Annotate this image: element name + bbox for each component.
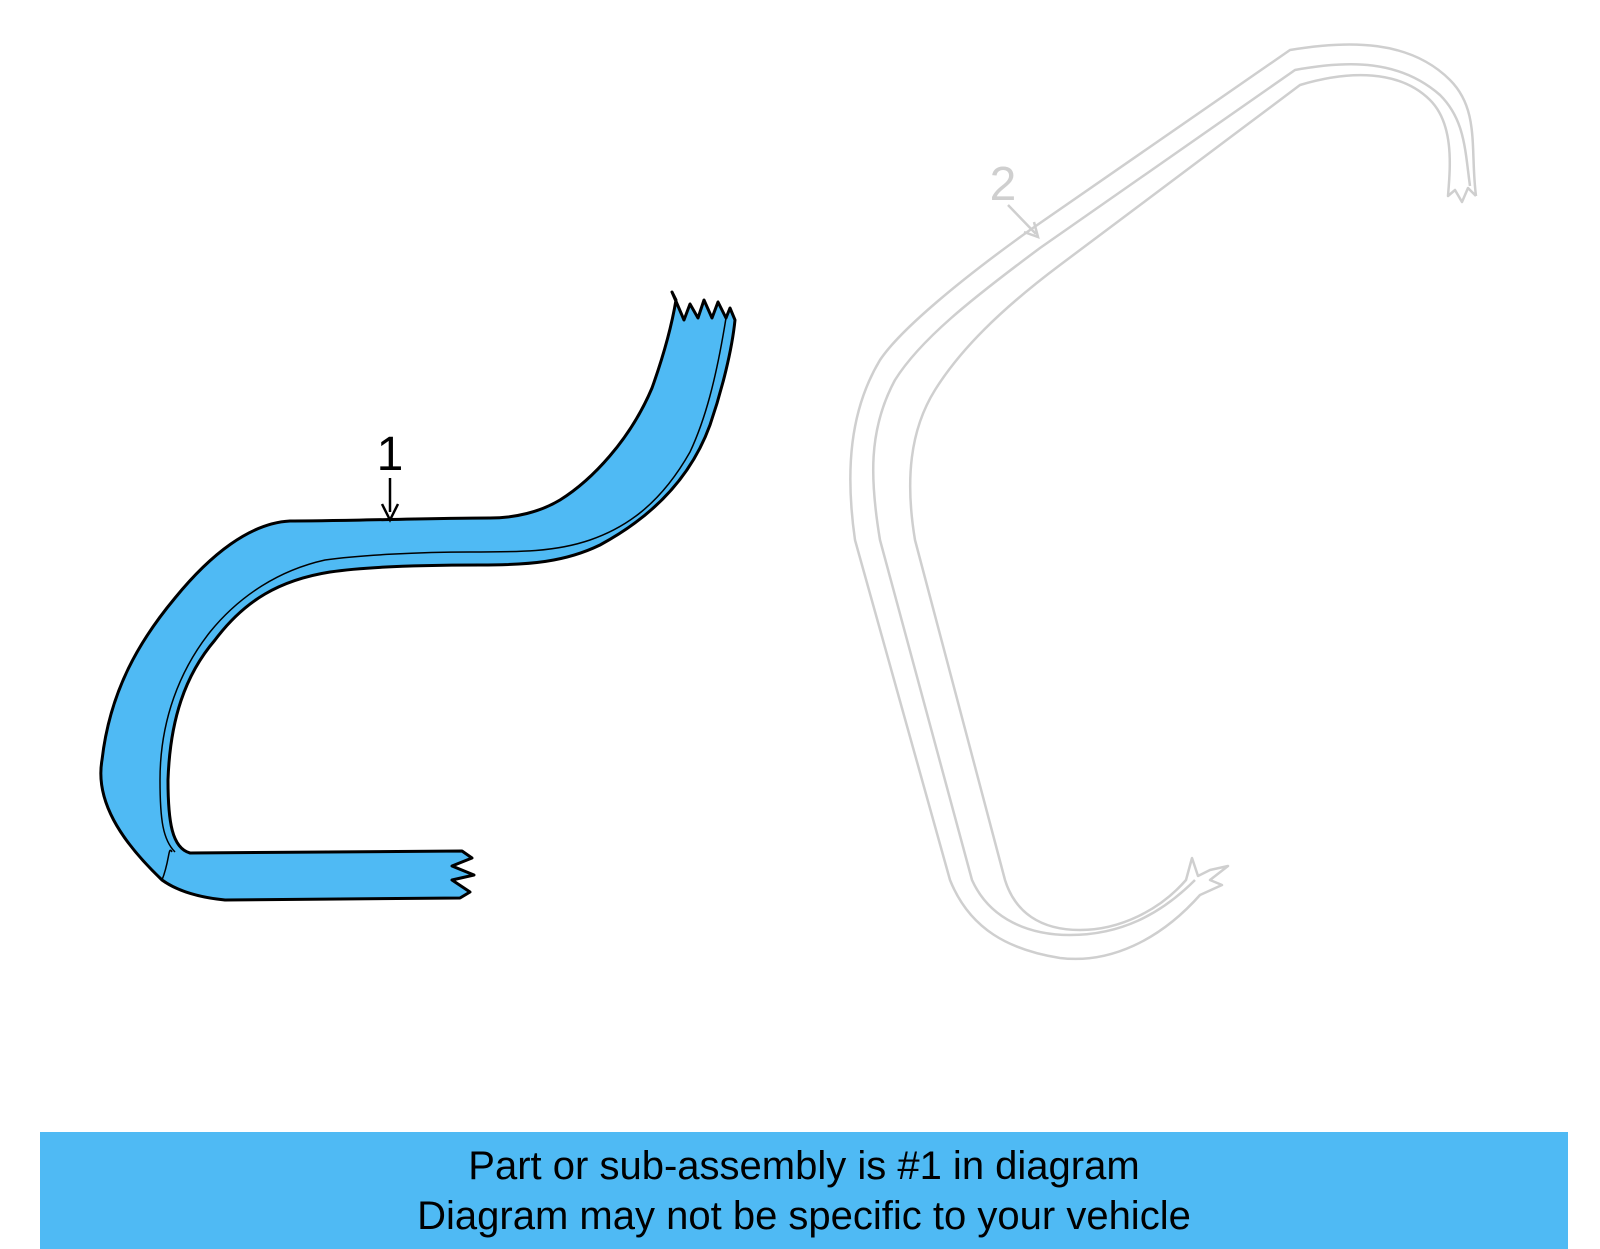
info-banner-bg (40, 1132, 1568, 1249)
part-1-belt-fold-line (161, 849, 173, 881)
callout-1: 1 (377, 428, 404, 523)
callout-1-label: 1 (377, 428, 404, 481)
info-banner-line-1: Part or sub-assembly is #1 in diagram (468, 1143, 1140, 1188)
part-1-belt-body (99, 290, 737, 902)
part-2-belt-outer (849, 43, 1478, 961)
part-1-belt-inner-edge (159, 317, 727, 853)
part-1-belt[interactable] (99, 290, 737, 902)
callout-1-arrowhead (380, 503, 400, 523)
callout-2-leader (1007, 204, 1037, 235)
callout-2-arrowhead (1023, 221, 1040, 239)
callout-2-label: 2 (990, 158, 1017, 211)
callout-2: 2 (990, 158, 1040, 239)
info-banner-line-2: Diagram may not be specific to your vehi… (417, 1193, 1191, 1238)
part-2-belt[interactable] (849, 43, 1478, 961)
part-2-belt-inner-line (871, 63, 1472, 937)
info-banner: Part or sub-assembly is #1 in diagram Di… (40, 1132, 1568, 1249)
